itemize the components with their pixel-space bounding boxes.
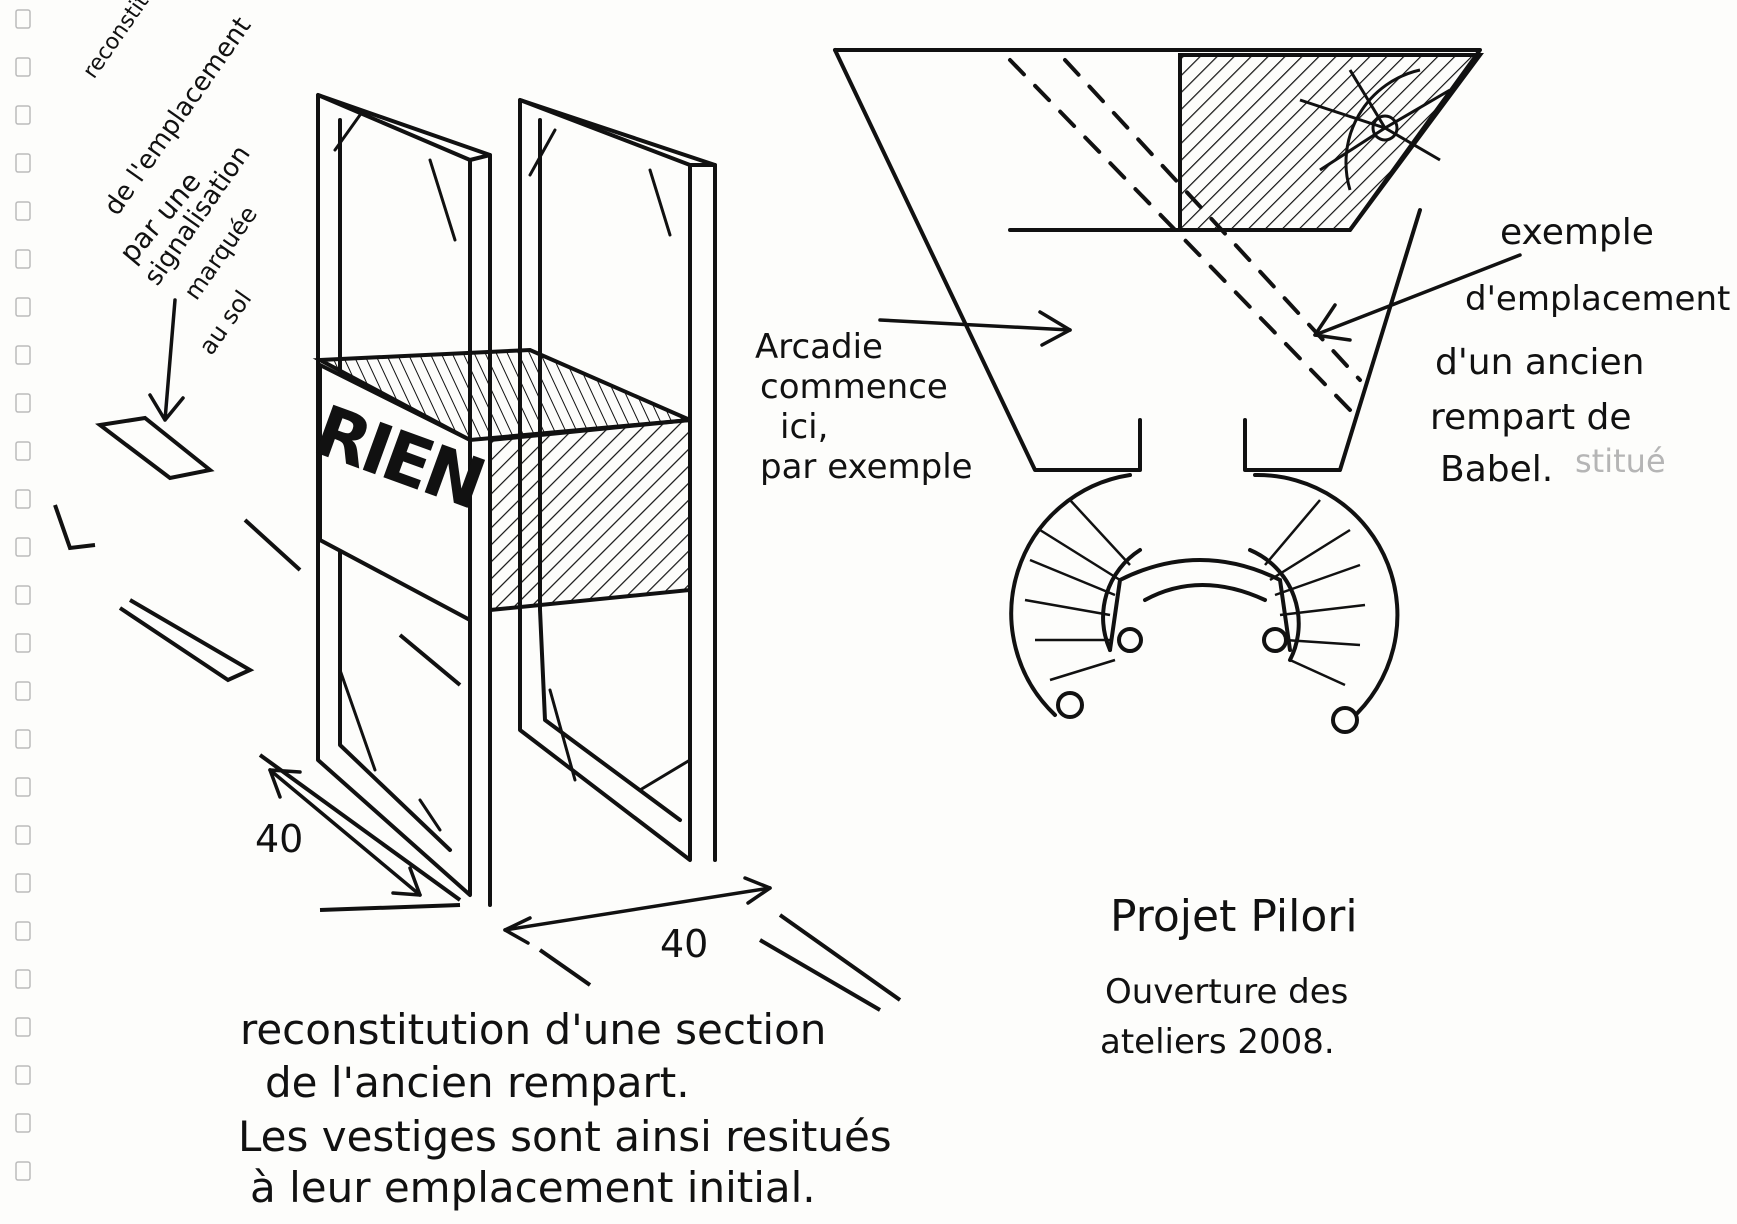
rampart-note-line-3: d'un ancien xyxy=(1435,342,1645,383)
slab-side xyxy=(488,417,692,613)
sign-panel xyxy=(318,361,472,624)
arcadie-note-line-3: ici, xyxy=(780,407,829,447)
rampart-note-line-5: Babel. xyxy=(1440,449,1554,490)
dimension-bottom-label: 40 xyxy=(660,922,709,966)
plan-spiral-stairs xyxy=(1009,472,1400,734)
caption-line-1: reconstitution d'une section xyxy=(240,1005,827,1054)
project-subtitle-line-2: ateliers 2008. xyxy=(1100,1022,1335,1062)
caption-line-3: Les vestiges sont ainsi resitués xyxy=(238,1112,892,1161)
rampart-note-line-4: rempart de xyxy=(1430,397,1632,438)
plan-stair-treads xyxy=(1024,499,1366,687)
arcadie-note-line-2: commence xyxy=(760,367,948,407)
ground-markings xyxy=(53,415,902,1012)
rampart-note-line-1: exemple xyxy=(1500,212,1654,253)
dimension-left-label: 40 xyxy=(255,817,304,861)
plan-note-arrows xyxy=(878,253,1522,347)
rampart-note-line-2: d'emplacement xyxy=(1465,279,1731,319)
plan-small-stair xyxy=(1299,68,1451,191)
project-subtitle-line-1: Ouverture des xyxy=(1105,972,1349,1012)
project-title: Projet Pilori xyxy=(1110,891,1358,942)
arcadie-note-line-1: Arcadie xyxy=(755,327,883,367)
marking-arrow xyxy=(148,298,185,422)
caption-line-2: de l'ancien rempart. xyxy=(265,1058,690,1107)
dimension-arrows xyxy=(268,768,772,945)
binding-holes xyxy=(15,9,31,1181)
caption-line-4: à leur emplacement initial. xyxy=(250,1163,816,1212)
ghost-text: stitué xyxy=(1575,442,1666,480)
arcadie-note-line-4: par exemple xyxy=(760,447,973,487)
plan-hatched-block xyxy=(1178,53,1484,232)
